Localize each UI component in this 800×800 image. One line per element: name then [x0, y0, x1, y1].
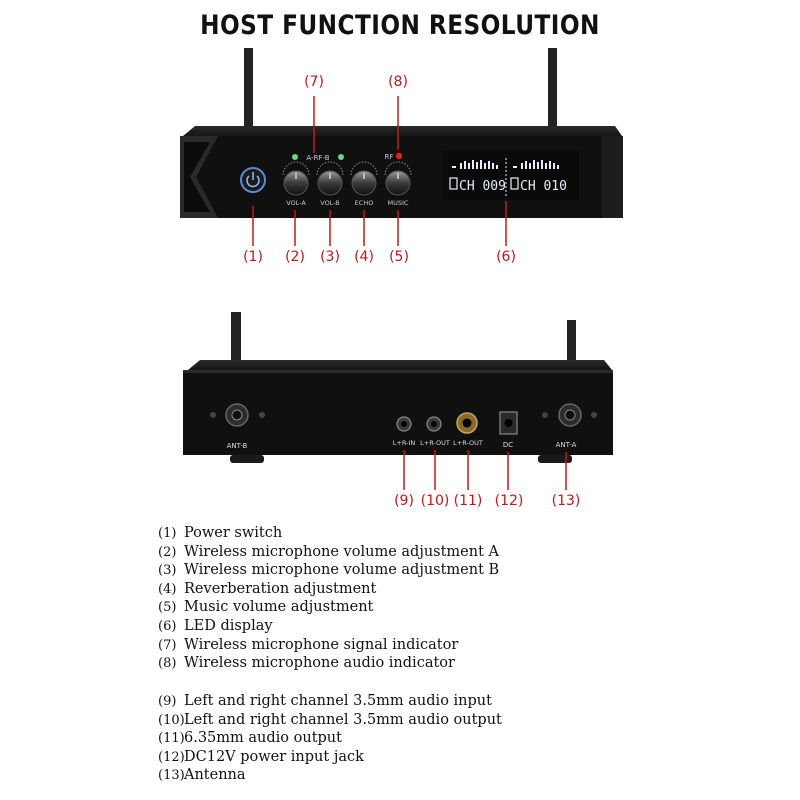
- legend-num: (9): [158, 694, 177, 709]
- callout-3: (3): [320, 249, 340, 265]
- lr-out-635-jack[interactable]: [456, 412, 478, 434]
- vol-b-label: VOL-B: [320, 199, 340, 207]
- rf-led: [395, 152, 403, 160]
- knob-music[interactable]: [384, 161, 412, 196]
- legend-item: (13)Antenna: [158, 766, 502, 785]
- callout-12: (12): [494, 493, 524, 509]
- legend-num: (7): [158, 637, 177, 653]
- legend-num: (4): [158, 581, 177, 597]
- dc-jack[interactable]: [499, 411, 518, 435]
- knob-vol-a[interactable]: [282, 161, 310, 196]
- ant-b-label: ANT-B: [227, 442, 248, 450]
- legend-num: (11): [158, 731, 185, 747]
- callout-2: (2): [285, 249, 305, 265]
- legend-num: (13): [158, 768, 185, 784]
- signal-led-b: [338, 154, 344, 160]
- legend-back: (9) Left and right channel 3.5mm audio in…: [158, 692, 502, 785]
- antenna-a: [567, 320, 576, 372]
- legend-item: (10)Left and right channel 3.5mm audio o…: [158, 711, 502, 730]
- legend-text: Reverberation adjustment: [184, 580, 377, 597]
- indicator-label: A-RF-B: [306, 154, 329, 162]
- legend-text: Music volume adjustment: [184, 599, 374, 616]
- legend-num: (8): [158, 656, 177, 672]
- lr-in-jack[interactable]: [396, 416, 412, 432]
- legend-text: Power switch: [184, 525, 283, 541]
- legend-item: (2) Wireless microphone volume adjustment…: [158, 543, 499, 562]
- callout-1: (1): [243, 249, 263, 265]
- lr-out-635-label: L+R-OUT: [453, 439, 483, 447]
- back-callout-lines: [403, 450, 567, 490]
- legend-text: DC12V power input jack: [184, 748, 364, 765]
- legend-item: (12)DC12V power input jack: [158, 748, 502, 767]
- display-channel-right: CH 010: [520, 179, 567, 194]
- legend-text: Wireless microphone audio indicator: [184, 655, 455, 672]
- legend-front: (1) Power switch (2) Wireless microphone v…: [158, 524, 499, 673]
- legend-text: Wireless microphone signal indicator: [184, 636, 459, 653]
- legend-item: (11)6.35mm audio output: [158, 729, 502, 748]
- callout-4: (4): [354, 249, 374, 265]
- antenna-b: [231, 312, 241, 372]
- legend-item: (9) Left and right channel 3.5mm audio in…: [158, 692, 502, 711]
- lr-out-label: L+R-OUT: [420, 439, 450, 447]
- front-callout-lines: [252, 96, 507, 246]
- lr-out-jack[interactable]: [426, 416, 442, 432]
- antenna-left: [244, 48, 253, 126]
- knob-vol-b[interactable]: [316, 161, 344, 196]
- legend-item: (7) Wireless microphone signal indicator: [158, 636, 499, 655]
- callout-9: (9): [394, 493, 414, 509]
- ant-a-connector[interactable]: [558, 403, 582, 427]
- legend-text: Antenna: [184, 767, 246, 784]
- legend-text: LED display: [184, 617, 273, 634]
- callout-10: (10): [420, 493, 450, 509]
- legend-item: (3) Wireless microphone volume adjustment…: [158, 561, 499, 580]
- callout-13: (13): [551, 493, 581, 509]
- dc-label: DC: [503, 441, 513, 449]
- legend-item: (4) Reverberation adjustment: [158, 580, 499, 599]
- legend-text: Wireless microphone volume adjustment A: [184, 543, 499, 560]
- legend-num: (12): [158, 749, 185, 765]
- display-channel-left: CH 009: [459, 179, 506, 194]
- lr-in-label: L+R-IN: [393, 439, 416, 447]
- legend-item: (8) Wireless microphone audio indicator: [158, 654, 499, 673]
- callout-7: (7): [304, 74, 324, 90]
- antenna-right: [548, 48, 557, 126]
- rf-label: RF: [385, 153, 394, 161]
- legend-item: (5) Music volume adjustment: [158, 598, 499, 617]
- legend-num: (6): [158, 618, 177, 634]
- music-label: MUSIC: [388, 199, 409, 207]
- ant-a-label: ANT-A: [556, 441, 577, 449]
- legend-num: (1): [158, 526, 177, 541]
- ant-b-connector[interactable]: [225, 403, 249, 427]
- signal-led-a: [292, 154, 298, 160]
- legend-text: 6.35mm audio output: [184, 730, 342, 747]
- legend-num: (5): [158, 600, 177, 616]
- legend-text: Left and right channel 3.5mm audio input: [184, 693, 492, 709]
- back-panel: ANT-B L+R-IN L+R-OUT L+R-OUT DC ANT-A: [183, 312, 613, 490]
- vol-a-label: VOL-A: [286, 199, 306, 207]
- legend-num: (3): [158, 563, 177, 579]
- page-title: HOST FUNCTION RESOLUTION: [200, 10, 600, 41]
- callout-6: (6): [496, 249, 516, 265]
- legend-num: (10): [158, 712, 185, 728]
- legend-item: (6) LED display: [158, 617, 499, 636]
- callout-8: (8): [388, 74, 408, 90]
- callout-5: (5): [389, 249, 409, 265]
- front-panel: A-RF-B RF VOL-A VOL-B ECHO MUSIC: [180, 48, 623, 246]
- knob-echo[interactable]: [350, 161, 378, 196]
- power-switch[interactable]: [240, 167, 266, 193]
- legend-text: Wireless microphone volume adjustment B: [184, 562, 500, 579]
- echo-label: ECHO: [355, 199, 374, 207]
- callout-11: (11): [453, 493, 483, 509]
- legend-item: (1) Power switch: [158, 524, 499, 543]
- legend-num: (2): [158, 544, 177, 560]
- legend-text: Left and right channel 3.5mm audio outpu…: [184, 711, 502, 728]
- led-display: CH 009 CH 010: [443, 150, 579, 200]
